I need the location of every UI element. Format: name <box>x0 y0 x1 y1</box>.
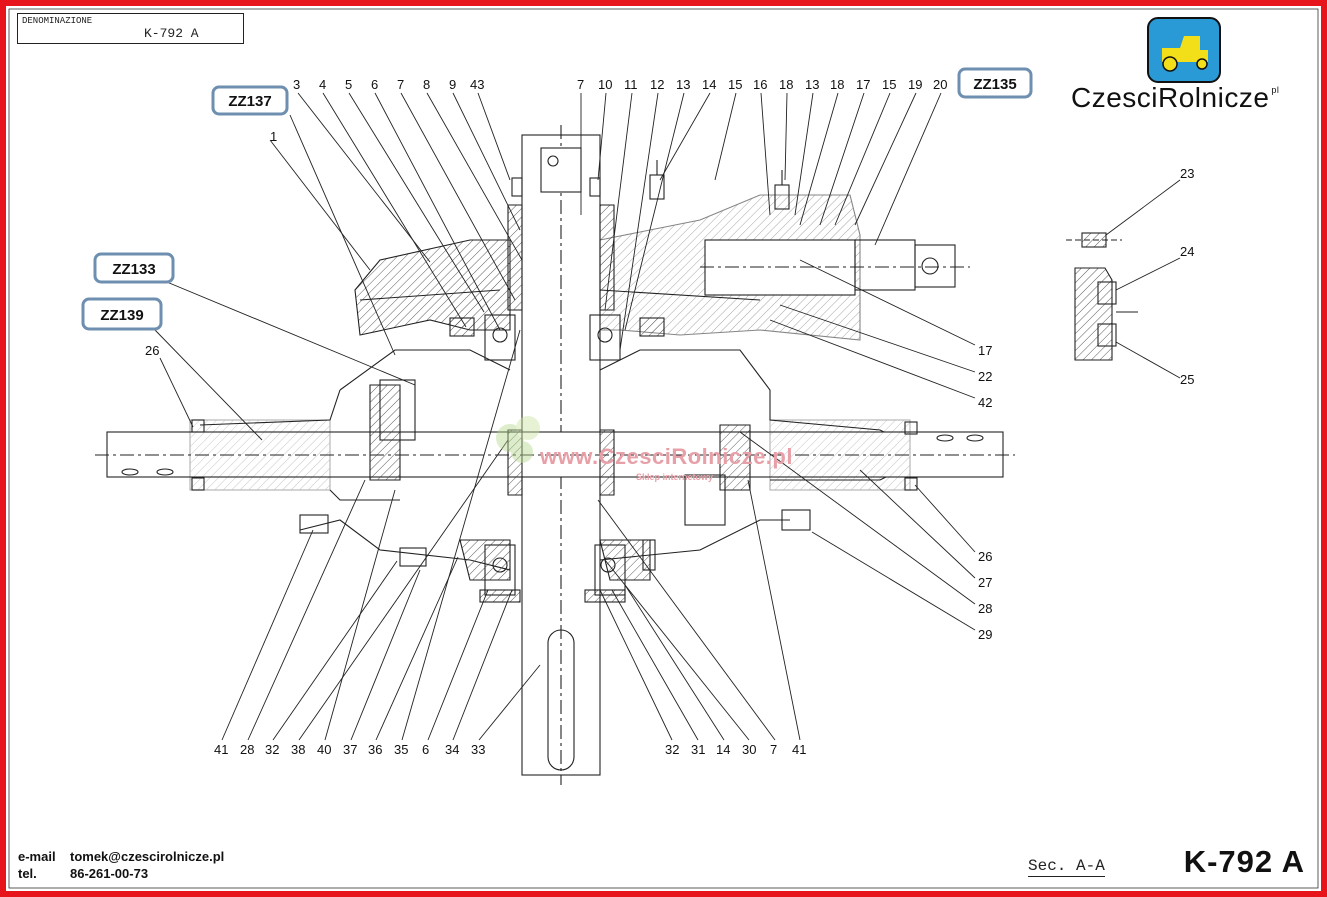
watermark-subtitle: Sklep internetowy <box>636 472 714 482</box>
callout: 14 <box>702 77 716 92</box>
badge-zz137[interactable]: ZZ137 <box>211 85 289 116</box>
callout: 17 <box>978 343 992 358</box>
callout: 28 <box>240 742 254 757</box>
callouts-top: 3 4 5 6 7 8 9 43 7 10 11 12 13 14 15 16 … <box>293 77 947 92</box>
callout: 5 <box>345 77 352 92</box>
badge-label: ZZ137 <box>228 93 271 110</box>
callout: 30 <box>742 742 756 757</box>
badge-label: ZZ133 <box>112 261 155 278</box>
callout: 8 <box>423 77 430 92</box>
callout: 9 <box>449 77 456 92</box>
callout: 17 <box>856 77 870 92</box>
callout: 36 <box>368 742 382 757</box>
tel-value: 86-261-00-73 <box>70 866 149 881</box>
callout: 27 <box>978 575 992 590</box>
title-box-value: K-792 A <box>144 26 199 41</box>
callout: 3 <box>293 77 300 92</box>
callout: 28 <box>978 601 992 616</box>
brand-text: CzesciRolnicze <box>1071 82 1270 113</box>
callout: 42 <box>978 395 992 410</box>
callout: 18 <box>830 77 844 92</box>
callout: 19 <box>908 77 922 92</box>
badge-zz135[interactable]: ZZ135 <box>957 67 1033 99</box>
drawing-code: K-792 A <box>1183 844 1305 879</box>
callout: 12 <box>650 77 664 92</box>
callout: 26 <box>145 343 159 358</box>
email-link[interactable]: tomek@czescirolnicze.pl <box>70 849 225 864</box>
callout: 35 <box>394 742 408 757</box>
callout: 40 <box>317 742 331 757</box>
brand-mark: pl <box>1271 85 1280 95</box>
callout: 41 <box>792 742 806 757</box>
drawing-border <box>8 8 1319 889</box>
callout: 13 <box>676 77 690 92</box>
callout: 14 <box>716 742 730 757</box>
callout: 25 <box>1180 372 1194 387</box>
callout: 38 <box>291 742 305 757</box>
callouts-bottom: 41 28 32 38 40 37 36 35 6 34 33 32 31 14… <box>214 742 806 757</box>
callout: 11 <box>624 77 638 92</box>
contact-info: e-mail tomek@czescirolnicze.pl tel. 86-261… <box>18 848 224 882</box>
callout: 7 <box>577 77 584 92</box>
watermark-url: www.CzesciRolnicze.pl <box>540 444 793 469</box>
callout: 34 <box>445 742 459 757</box>
callout: 7 <box>770 742 777 757</box>
callout: 41 <box>214 742 228 757</box>
callout: 16 <box>753 77 767 92</box>
callouts-right: 17 22 42 26 27 28 29 <box>978 343 992 642</box>
callout: 15 <box>882 77 896 92</box>
callout: 7 <box>397 77 404 92</box>
email-label: e-mail <box>18 849 56 864</box>
callout: 18 <box>779 77 793 92</box>
callout: 23 <box>1180 166 1194 181</box>
callouts-left: 1 26 <box>145 129 277 358</box>
leader-lines <box>149 92 1181 741</box>
callout: 26 <box>978 549 992 564</box>
callouts-detail: 23 24 25 <box>1180 166 1194 387</box>
callout: 20 <box>933 77 947 92</box>
tractor-logo-icon <box>1147 17 1221 83</box>
tel-label: tel. <box>18 866 37 881</box>
badge-label: ZZ135 <box>973 76 1016 93</box>
title-box: DENOMINAZIONE K-792 A <box>17 13 244 44</box>
callout: 32 <box>265 742 279 757</box>
callout: 1 <box>270 129 277 144</box>
callout: 13 <box>805 77 819 92</box>
title-box-label: DENOMINAZIONE <box>22 16 93 26</box>
callout: 37 <box>343 742 357 757</box>
callout: 33 <box>471 742 485 757</box>
gearbox-body <box>95 125 1138 785</box>
callout: 29 <box>978 627 992 642</box>
badge-zz133[interactable]: ZZ133 <box>93 252 175 284</box>
callout: 31 <box>691 742 705 757</box>
leaf-watermark-icon <box>496 416 540 463</box>
callout: 6 <box>371 77 378 92</box>
badge-zz139[interactable]: ZZ139 <box>81 297 163 331</box>
callout: 15 <box>728 77 742 92</box>
section-label: Sec. A-A <box>1028 857 1105 877</box>
callout: 24 <box>1180 244 1194 259</box>
callout: 10 <box>598 77 612 92</box>
callout: 32 <box>665 742 679 757</box>
callout: 4 <box>319 77 326 92</box>
callout: 6 <box>422 742 429 757</box>
callout: 22 <box>978 369 992 384</box>
callout: 43 <box>470 77 484 92</box>
badge-label: ZZ139 <box>100 307 143 324</box>
